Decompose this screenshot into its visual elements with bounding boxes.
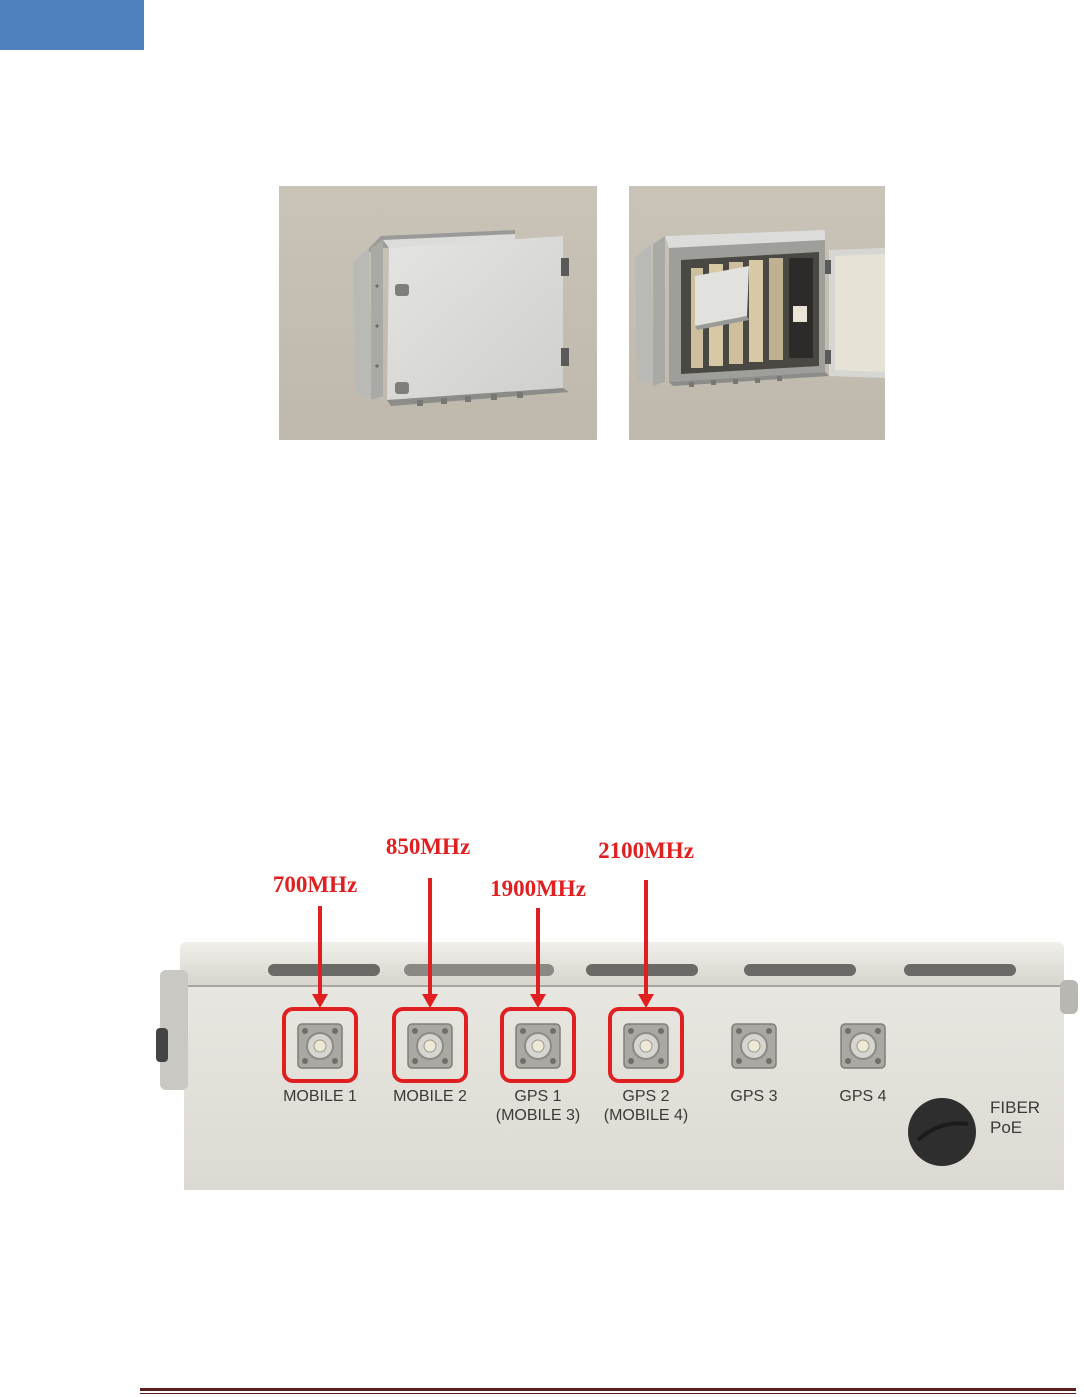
port-panel-figure: 700MHz 850MHz 1900MHz 2100MHz MOBILE 1 M… (0, 830, 1084, 1200)
connector-port (841, 1024, 885, 1068)
freq-label-700: 700MHz (273, 872, 357, 898)
enclosure-closed-photo (279, 186, 597, 440)
port-label-gps-1: GPS 1 (MOBILE 3) (496, 1087, 580, 1125)
fiber-port (908, 1098, 976, 1166)
connector-port (516, 1024, 560, 1068)
connector-port (408, 1024, 452, 1068)
connector-port (298, 1024, 342, 1068)
connector-port (624, 1024, 668, 1068)
connector-port (732, 1024, 776, 1068)
freq-label-2100: 2100MHz (598, 838, 694, 864)
footer-rule (140, 1388, 1076, 1391)
port-label-mobile-2: MOBILE 2 (393, 1087, 467, 1106)
port-label-mobile-1: MOBILE 1 (283, 1087, 357, 1106)
freq-label-850: 850MHz (386, 834, 470, 860)
port-label-gps-3: GPS 3 (730, 1087, 777, 1106)
enclosure-open-photo (629, 186, 885, 440)
freq-label-1900: 1900MHz (490, 876, 586, 902)
port-label-gps-2: GPS 2 (MOBILE 4) (604, 1087, 688, 1125)
header-tab (0, 0, 144, 50)
port-label-gps-4: GPS 4 (839, 1087, 886, 1106)
fiber-poe-label: FIBER PoE (990, 1098, 1040, 1138)
